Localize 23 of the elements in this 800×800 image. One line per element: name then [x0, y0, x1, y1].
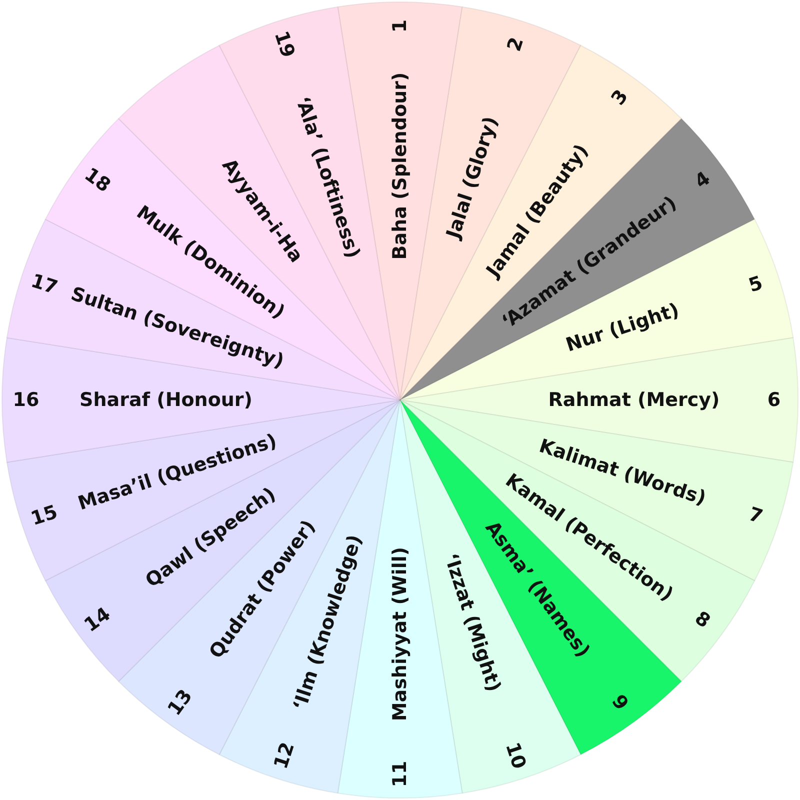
- sector-number: 14: [80, 603, 115, 636]
- sector-number: 11: [389, 760, 411, 788]
- sector-number: 4: [690, 167, 714, 193]
- sector-number: 7: [746, 503, 766, 528]
- sector-number: 3: [607, 86, 633, 110]
- sector-number: 12: [270, 740, 299, 772]
- sector-number: 13: [164, 685, 197, 720]
- sector-label: Baha (Splendour): [389, 72, 411, 260]
- sector-number: 9: [607, 690, 633, 714]
- sector-number: 5: [746, 272, 766, 297]
- sector-number: 10: [501, 740, 530, 772]
- sector-label: Sharaf (Honour): [80, 389, 252, 411]
- sector-number: 16: [12, 389, 40, 411]
- sector-number: 17: [28, 270, 60, 299]
- sector-label: Rahmat (Mercy): [548, 389, 720, 411]
- sector-number: 15: [28, 501, 60, 530]
- sector-number: 19: [270, 28, 299, 60]
- sector-number: 6: [767, 389, 781, 411]
- sector-number: 2: [503, 34, 528, 54]
- sector-number: 8: [690, 607, 714, 633]
- sector-label: Mashiyyat (Will): [389, 546, 411, 722]
- sector-number: 18: [80, 164, 115, 197]
- sector-number: 1: [389, 19, 411, 33]
